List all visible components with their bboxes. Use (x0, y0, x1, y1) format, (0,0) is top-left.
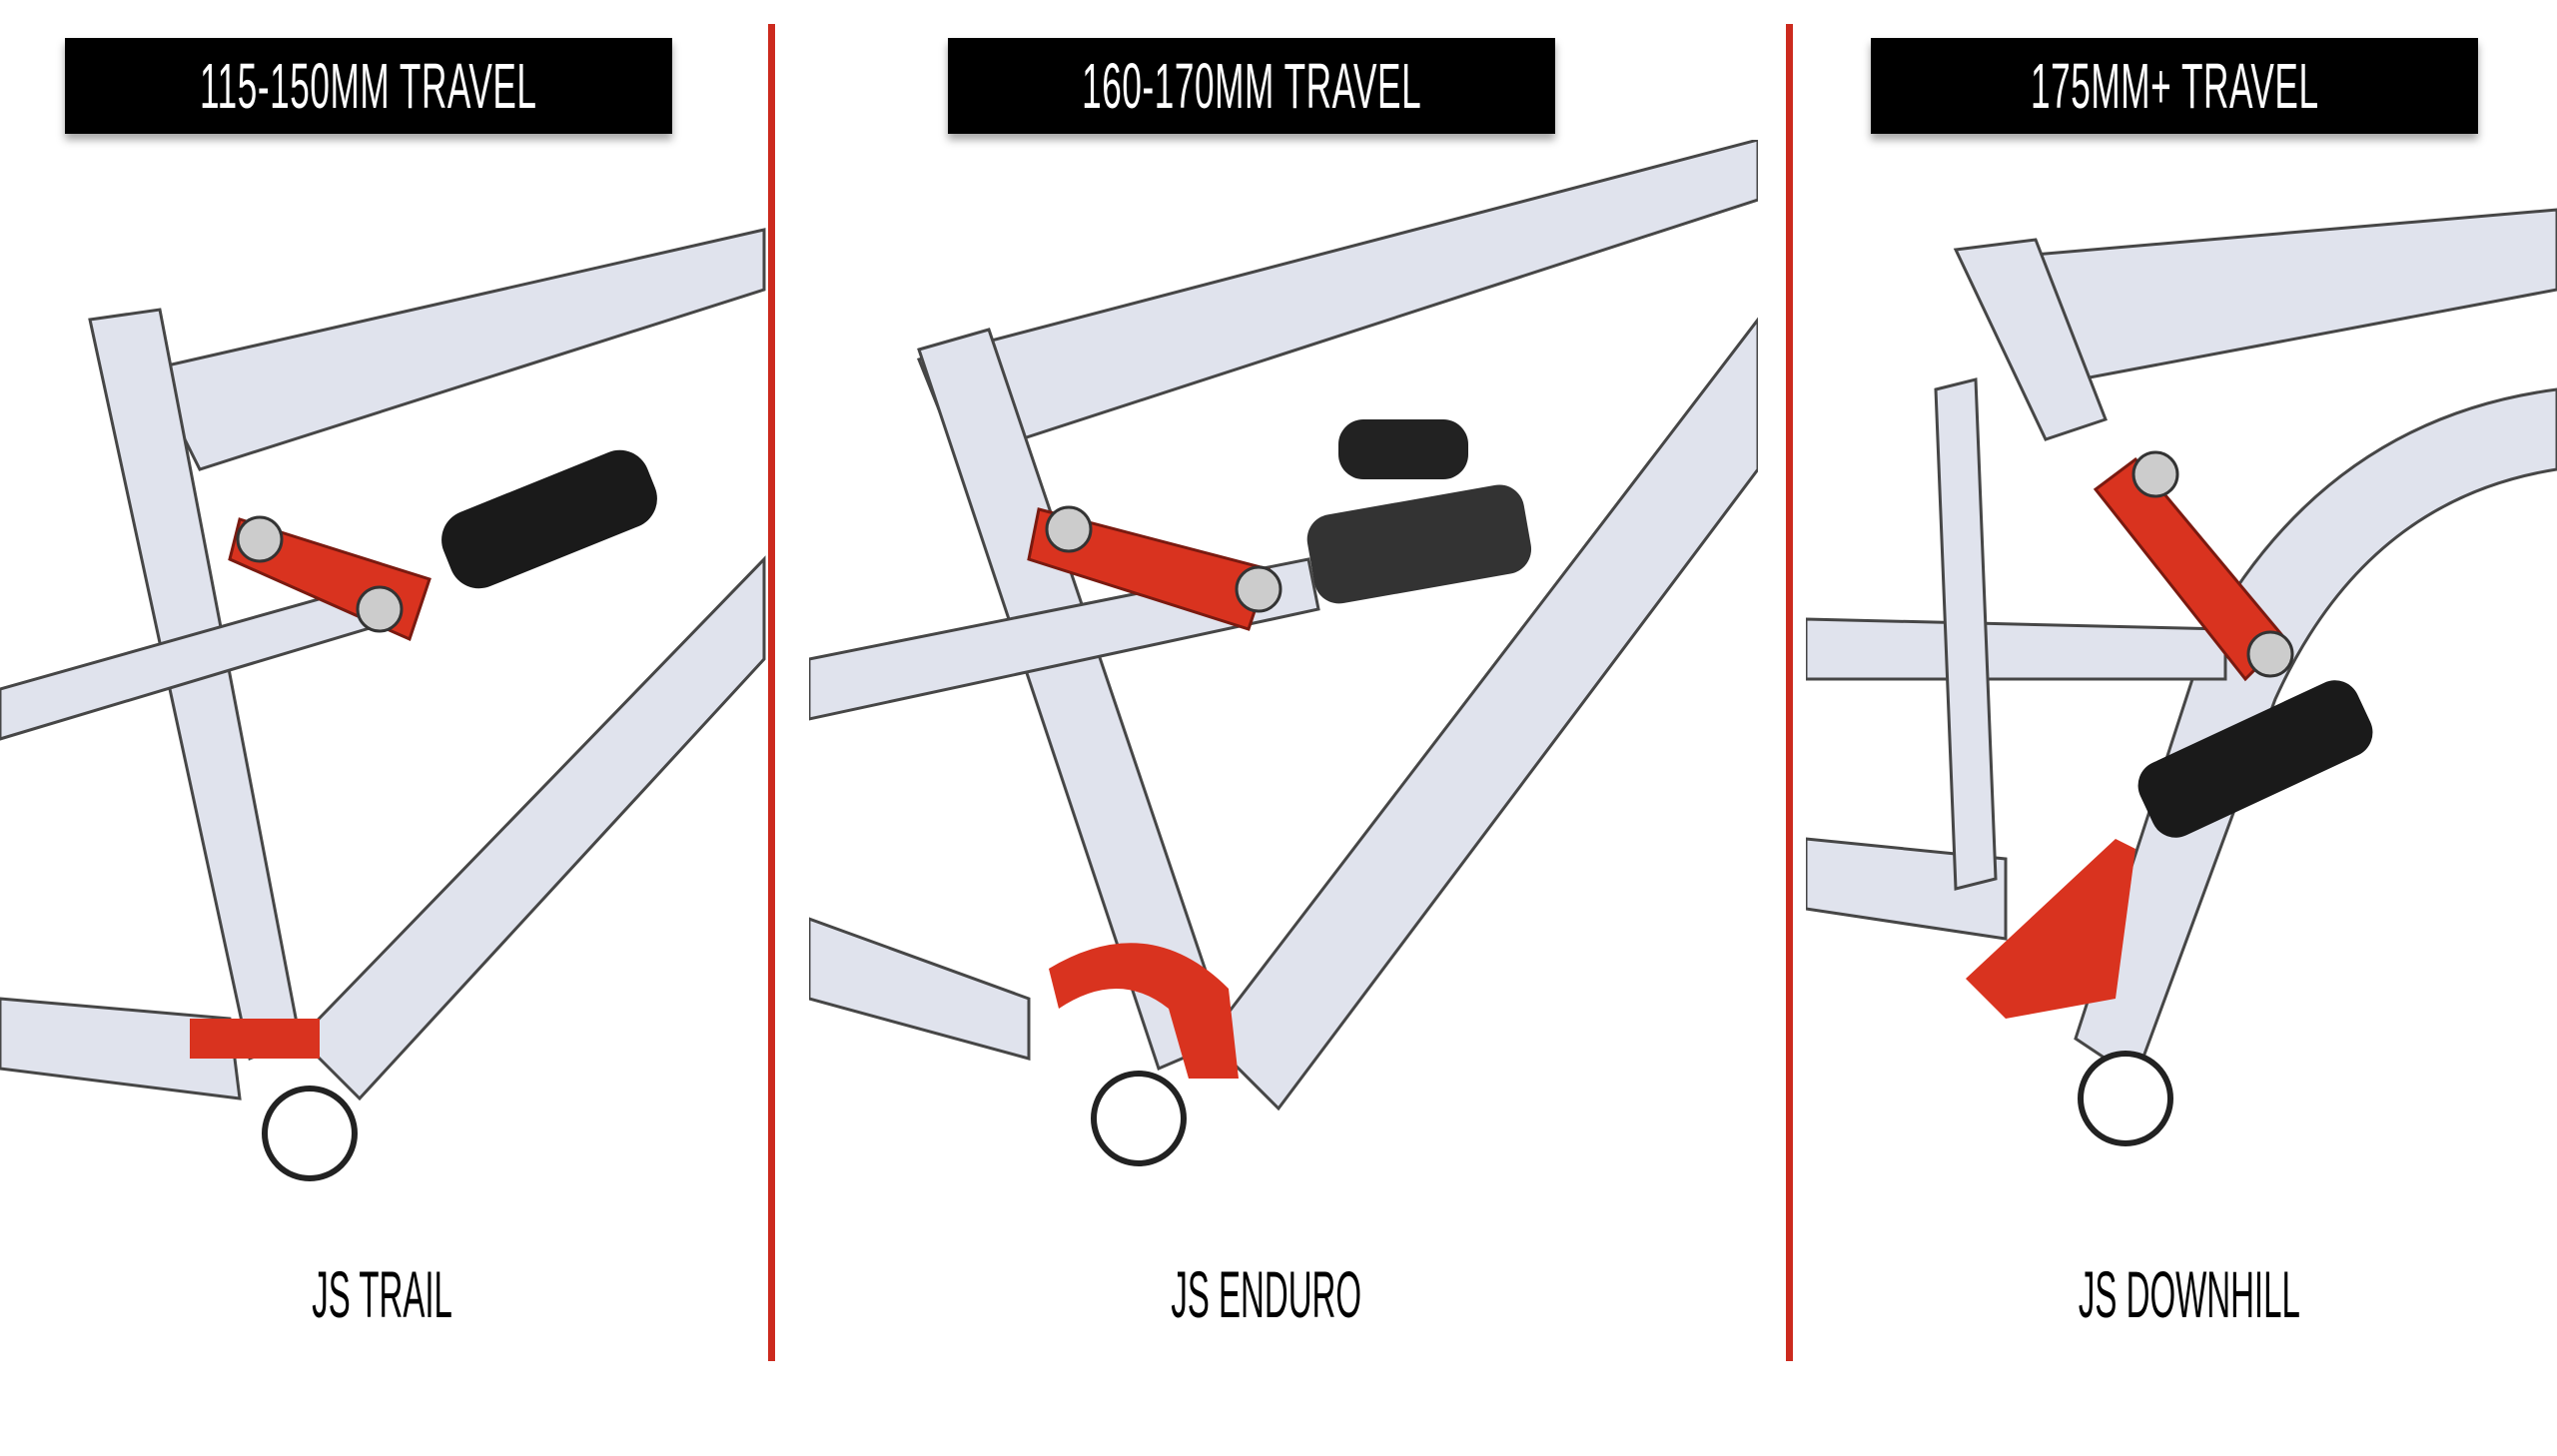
lower-link (1966, 839, 2135, 1019)
top-tube (147, 228, 766, 471)
lower-link (1049, 943, 1239, 1079)
bottom-bracket (262, 1086, 358, 1181)
downhill-frame-diagram (1806, 208, 2557, 1146)
enduro-frame-diagram (809, 140, 1758, 1166)
travel-header-trail: 115-150MM TRAVEL (65, 38, 672, 134)
shock-reservoir (1338, 419, 1468, 479)
down-tube (297, 555, 766, 1101)
model-label-enduro: JS ENDURO (1171, 1257, 1362, 1331)
travel-header-text: 175MM+ TRAVEL (2030, 50, 2319, 122)
travel-header-text: 160-170MM TRAVEL (1081, 50, 1422, 122)
travel-header-downhill: 175MM+ TRAVEL (1871, 38, 2478, 134)
rear-shock (2137, 680, 2373, 838)
lower-link (190, 1019, 320, 1059)
bottom-bracket (2078, 1051, 2173, 1146)
panel-divider (768, 24, 775, 1361)
bottom-bracket (1091, 1071, 1187, 1166)
seatstay (0, 997, 242, 1100)
panel-divider (1786, 24, 1793, 1361)
rocker-link (2093, 456, 2288, 682)
model-label-downhill: JS DOWNHILL (2079, 1257, 2300, 1331)
travel-header-text: 115-150MM TRAVEL (200, 50, 537, 122)
rear-shock (441, 449, 657, 589)
rear-shock (1306, 484, 1532, 604)
trail-frame-diagram (0, 228, 766, 1181)
model-label-trail: JS TRAIL (312, 1257, 453, 1331)
travel-header-enduro: 160-170MM TRAVEL (948, 38, 1555, 134)
